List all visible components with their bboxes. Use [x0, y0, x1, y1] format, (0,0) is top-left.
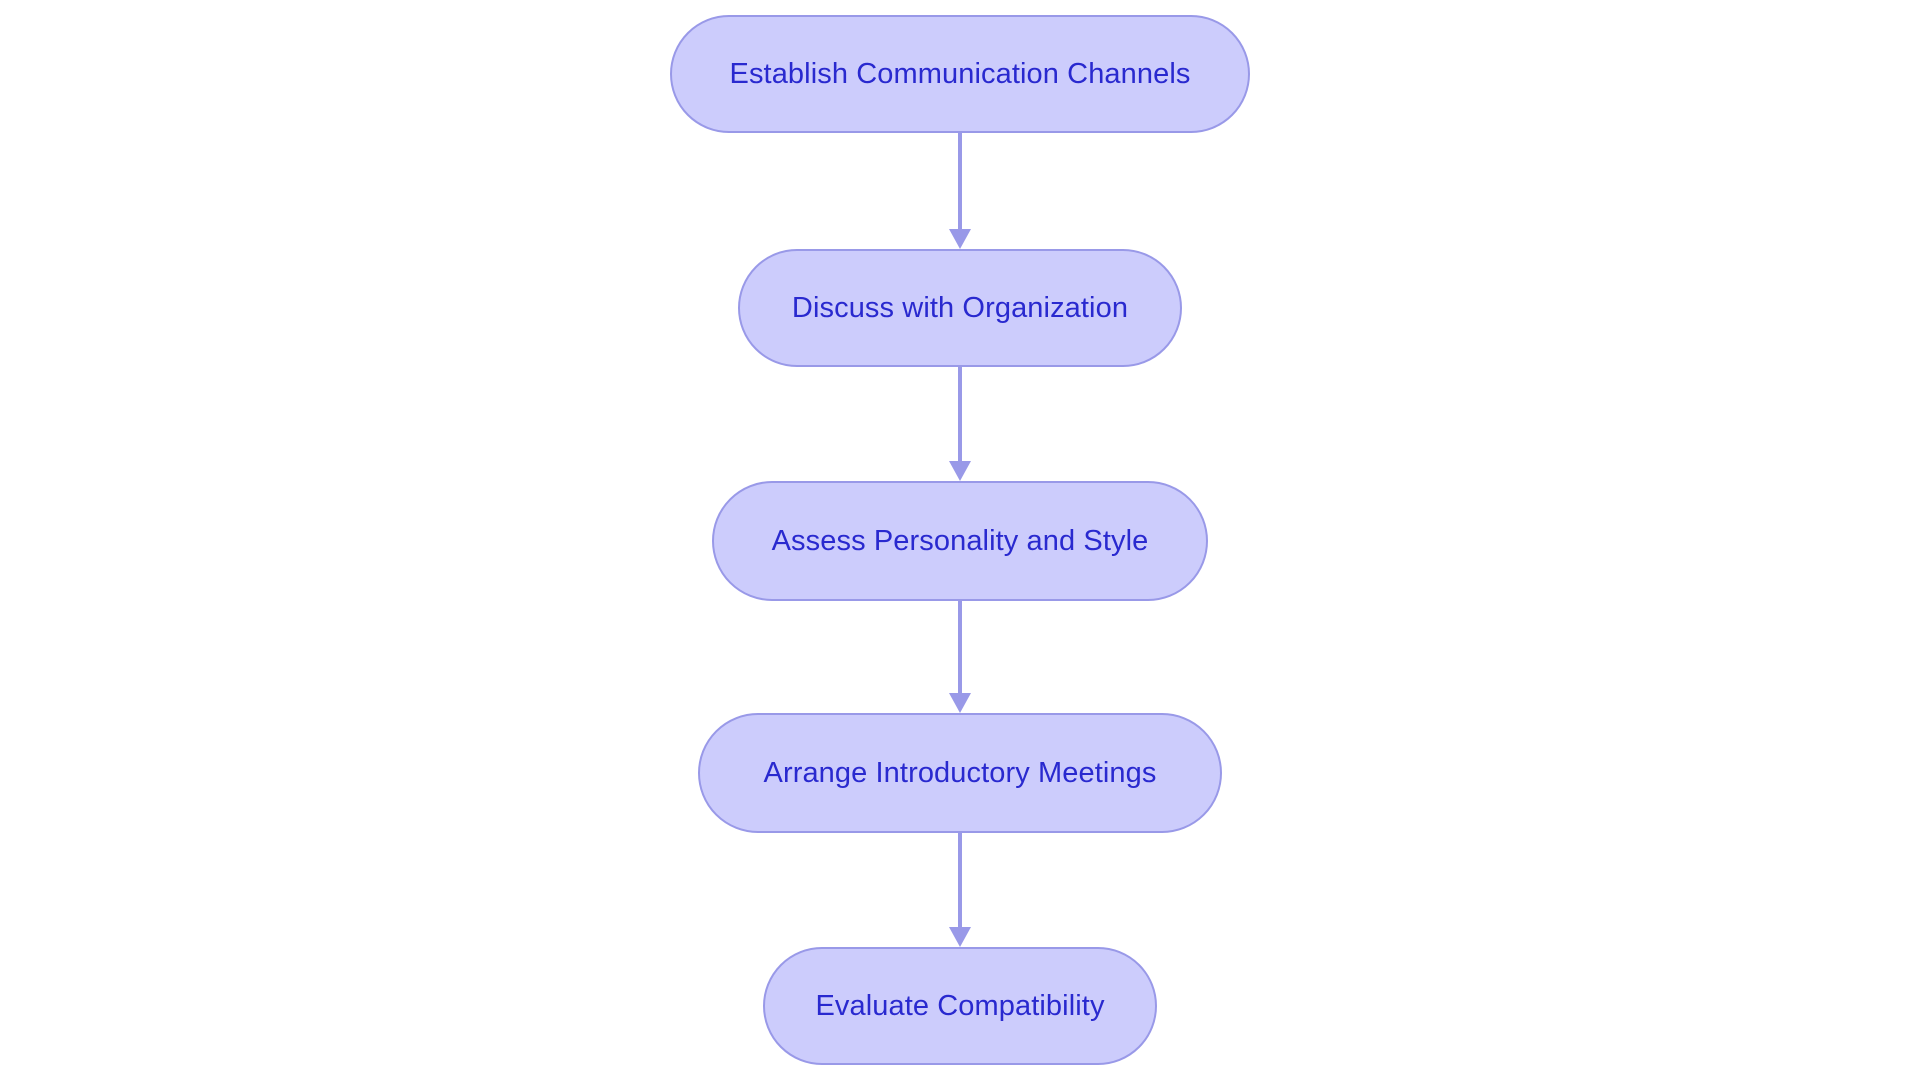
- flow-connector-arrow-down-3: [945, 601, 975, 713]
- flow-connector-arrow-down-4: [945, 833, 975, 947]
- flow-node-discuss-with-organization[interactable]: Discuss with Organization: [738, 249, 1182, 367]
- flow-node-label: Arrange Introductory Meetings: [763, 756, 1157, 789]
- flow-connector-arrow-down-1: [945, 133, 975, 249]
- flow-node-label: Discuss with Organization: [791, 291, 1129, 324]
- flow-node-label: Assess Personality and Style: [771, 524, 1149, 557]
- flow-node-evaluate-compatibility[interactable]: Evaluate Compatibility: [763, 947, 1157, 1065]
- flow-node-establish-communication-channels[interactable]: Establish Communication Channels: [670, 15, 1250, 133]
- flow-node-label: Establish Communication Channels: [729, 57, 1191, 90]
- flow-node-arrange-introductory-meetings[interactable]: Arrange Introductory Meetings: [698, 713, 1222, 833]
- flow-connector-arrow-down-2: [945, 367, 975, 481]
- flow-node-label: Evaluate Compatibility: [815, 989, 1105, 1022]
- flow-node-assess-personality-and-style[interactable]: Assess Personality and Style: [712, 481, 1208, 601]
